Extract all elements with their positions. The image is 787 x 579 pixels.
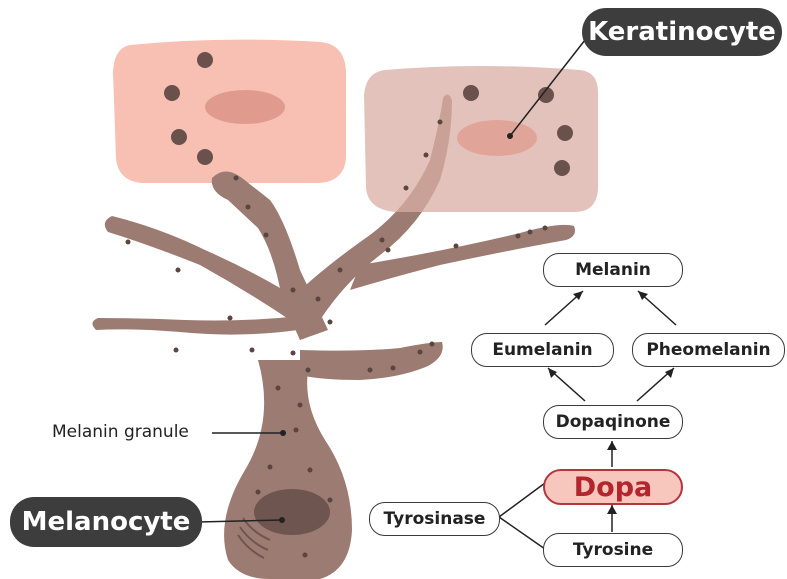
melanin-node: Melanin (543, 253, 683, 287)
melanocyte-label: Melanocyte (10, 497, 202, 547)
pheomelanin-node: Pheomelanin (632, 333, 785, 367)
melanocyte-pointer-dot (279, 517, 285, 523)
melanin-granule-label: Melanin granule (52, 420, 212, 444)
keratinocyte-pointer-dot (507, 133, 513, 139)
keratinocyte-nucleus-left (205, 90, 285, 124)
granule-pointer-dot (280, 430, 286, 436)
dopaquinone-node: Dopaqinone (543, 405, 683, 439)
melanocyte-nucleus (254, 489, 330, 535)
keratinocyte-label: Keratinocyte (582, 8, 782, 56)
tyrosine-node: Tyrosine (543, 533, 683, 567)
tyrosinase-node: Tyrosinase (369, 502, 500, 536)
keratinocyte-nucleus-right (457, 120, 537, 156)
dopa-node: Dopa (543, 469, 683, 505)
eumelanin-node: Eumelanin (471, 333, 614, 367)
